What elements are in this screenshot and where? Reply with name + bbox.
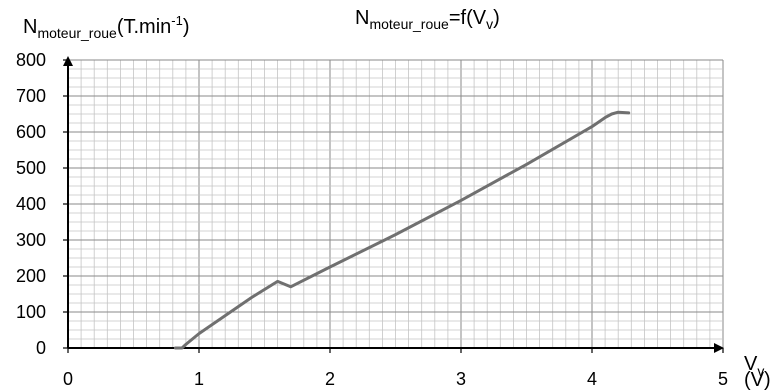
y-tick-label: 500 [16, 158, 46, 178]
x-tick-label: 4 [587, 369, 597, 389]
y-tick-label: 800 [16, 50, 46, 70]
x-tick-label: 5 [718, 369, 728, 389]
y-tick-label: 100 [16, 302, 46, 322]
y-axis-label: Nmoteur_roue(T.min-1) [23, 13, 190, 41]
y-tick-label: 600 [16, 122, 46, 142]
chart-series [173, 110, 631, 350]
x-axis-unit: (V) [744, 369, 771, 390]
x-tick-label: 0 [63, 369, 73, 389]
y-tick-label: 300 [16, 230, 46, 250]
chart-axes [63, 56, 724, 353]
y-tick-label: 400 [16, 194, 46, 214]
x-tick-labels: 0 1 2 3 4 5 [63, 348, 728, 389]
y-tick-label: 0 [36, 338, 46, 358]
y-tick-label: 700 [16, 86, 46, 106]
x-axis-label: Vv [744, 353, 764, 379]
chart-title: Nmoteur_roue=f(Vv) [355, 7, 500, 32]
x-tick-label: 1 [194, 369, 204, 389]
y-tick-label: 200 [16, 266, 46, 286]
series-line [173, 110, 631, 350]
chart-grid [68, 59, 724, 348]
x-tick-label: 2 [325, 369, 335, 389]
x-tick-label: 3 [456, 369, 466, 389]
y-tick-labels: 0 100 200 300 400 500 600 700 800 [16, 50, 68, 358]
